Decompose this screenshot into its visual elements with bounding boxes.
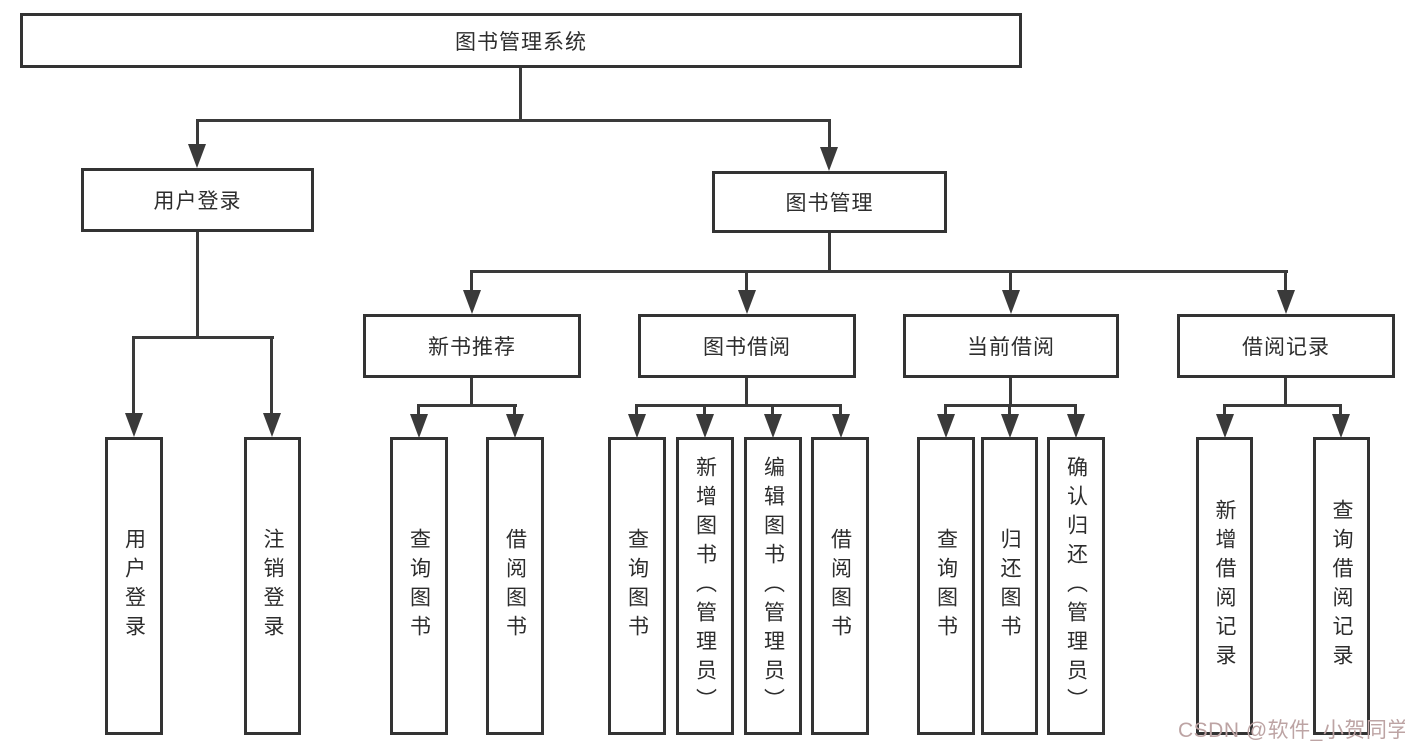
leaf-label: 查询借阅记录 — [1330, 499, 1353, 673]
leaf-query-borrow-record: 查询借阅记录 — [1313, 437, 1370, 735]
connector-arrowhead — [738, 290, 756, 314]
connector-line — [1339, 404, 1342, 417]
leaf-add-book-admin: 新增图书（管理员） — [676, 437, 734, 735]
node-new-book-recommend: 新书推荐 — [363, 314, 581, 378]
leaf-label: 确认归还（管理员） — [1064, 455, 1088, 717]
connector-arrowhead — [832, 414, 850, 438]
leaf-label: 注销登录 — [261, 528, 284, 644]
leaf-query-books-current: 查询图书 — [917, 437, 975, 735]
leaf-label: 新增图书（管理员） — [693, 455, 717, 717]
leaf-label: 新增借阅记录 — [1213, 499, 1236, 673]
connector-line — [132, 336, 135, 415]
connector-line — [418, 404, 517, 407]
connector-line — [703, 404, 706, 417]
node-user-login: 用户登录 — [81, 168, 314, 232]
connector-arrowhead — [937, 414, 955, 438]
connector-arrowhead — [1277, 290, 1295, 314]
leaf-label: 编辑图书（管理员） — [761, 455, 785, 717]
node-book-management: 图书管理 — [712, 171, 947, 233]
connector-arrowhead — [463, 290, 481, 314]
connector-line — [1008, 404, 1011, 417]
connector-arrowhead — [1332, 414, 1350, 438]
node-borrow-records: 借阅记录 — [1177, 314, 1395, 378]
connector-line — [196, 119, 199, 147]
connector-arrowhead — [1216, 414, 1234, 438]
leaf-edit-book-admin: 编辑图书（管理员） — [744, 437, 802, 735]
connector-arrowhead — [263, 413, 281, 437]
connector-line — [197, 119, 831, 122]
leaf-borrow-books-recommend: 借阅图书 — [486, 437, 544, 735]
leaf-logout: 注销登录 — [244, 437, 301, 735]
connector-line — [1009, 270, 1012, 293]
watermark: CSDN @软件_小贺同学 — [1178, 719, 1405, 742]
connector-line — [417, 404, 420, 417]
connector-line — [828, 119, 831, 149]
leaf-user-login: 用户登录 — [105, 437, 163, 735]
connector-line — [944, 404, 947, 417]
connector-line — [470, 378, 473, 407]
leaf-label: 查询图书 — [407, 528, 431, 644]
connector-line — [470, 270, 473, 293]
leaf-label: 用户登录 — [122, 528, 146, 644]
connector-line — [1009, 378, 1012, 407]
connector-arrowhead — [410, 414, 428, 438]
connector-arrowhead — [1067, 414, 1085, 438]
node-book-borrow: 图书借阅 — [638, 314, 856, 378]
leaf-query-books-borrow: 查询图书 — [608, 437, 666, 735]
leaf-borrow-books: 借阅图书 — [811, 437, 869, 735]
connector-line — [771, 404, 774, 417]
node-root: 图书管理系统 — [20, 13, 1022, 68]
connector-line — [471, 270, 1288, 273]
leaf-query-books-recommend: 查询图书 — [390, 437, 448, 735]
connector-arrowhead — [188, 144, 206, 168]
connector-line — [1074, 404, 1077, 417]
connector-line — [745, 270, 748, 293]
connector-line — [1284, 378, 1287, 407]
connector-line — [513, 404, 516, 417]
connector-line — [133, 336, 274, 339]
connector-line — [635, 404, 638, 417]
leaf-return-books: 归还图书 — [981, 437, 1038, 735]
connector-line — [196, 232, 199, 337]
connector-line — [270, 336, 273, 415]
node-current-borrow: 当前借阅 — [903, 314, 1119, 378]
connector-line — [745, 378, 748, 407]
connector-arrowhead — [506, 414, 524, 438]
connector-line — [1223, 404, 1226, 417]
connector-line — [828, 233, 831, 271]
connector-line — [519, 68, 522, 120]
connector-arrowhead — [628, 414, 646, 438]
leaf-confirm-return-admin: 确认归还（管理员） — [1047, 437, 1105, 735]
connector-line — [636, 404, 842, 407]
connector-arrowhead — [1001, 414, 1019, 438]
connector-arrowhead — [1002, 290, 1020, 314]
connector-line — [945, 404, 1077, 407]
leaf-label: 查询图书 — [934, 528, 958, 644]
connector-line — [1284, 270, 1287, 293]
leaf-label: 借阅图书 — [828, 528, 852, 644]
leaf-label: 借阅图书 — [503, 528, 527, 644]
leaf-add-borrow-record: 新增借阅记录 — [1196, 437, 1253, 735]
leaf-label: 查询图书 — [625, 528, 649, 644]
leaf-label: 归还图书 — [998, 528, 1021, 644]
connector-arrowhead — [820, 147, 838, 171]
connector-arrowhead — [696, 414, 714, 438]
connector-arrowhead — [764, 414, 782, 438]
connector-line — [839, 404, 842, 417]
connector-line — [1224, 404, 1342, 407]
connector-arrowhead — [125, 413, 143, 437]
